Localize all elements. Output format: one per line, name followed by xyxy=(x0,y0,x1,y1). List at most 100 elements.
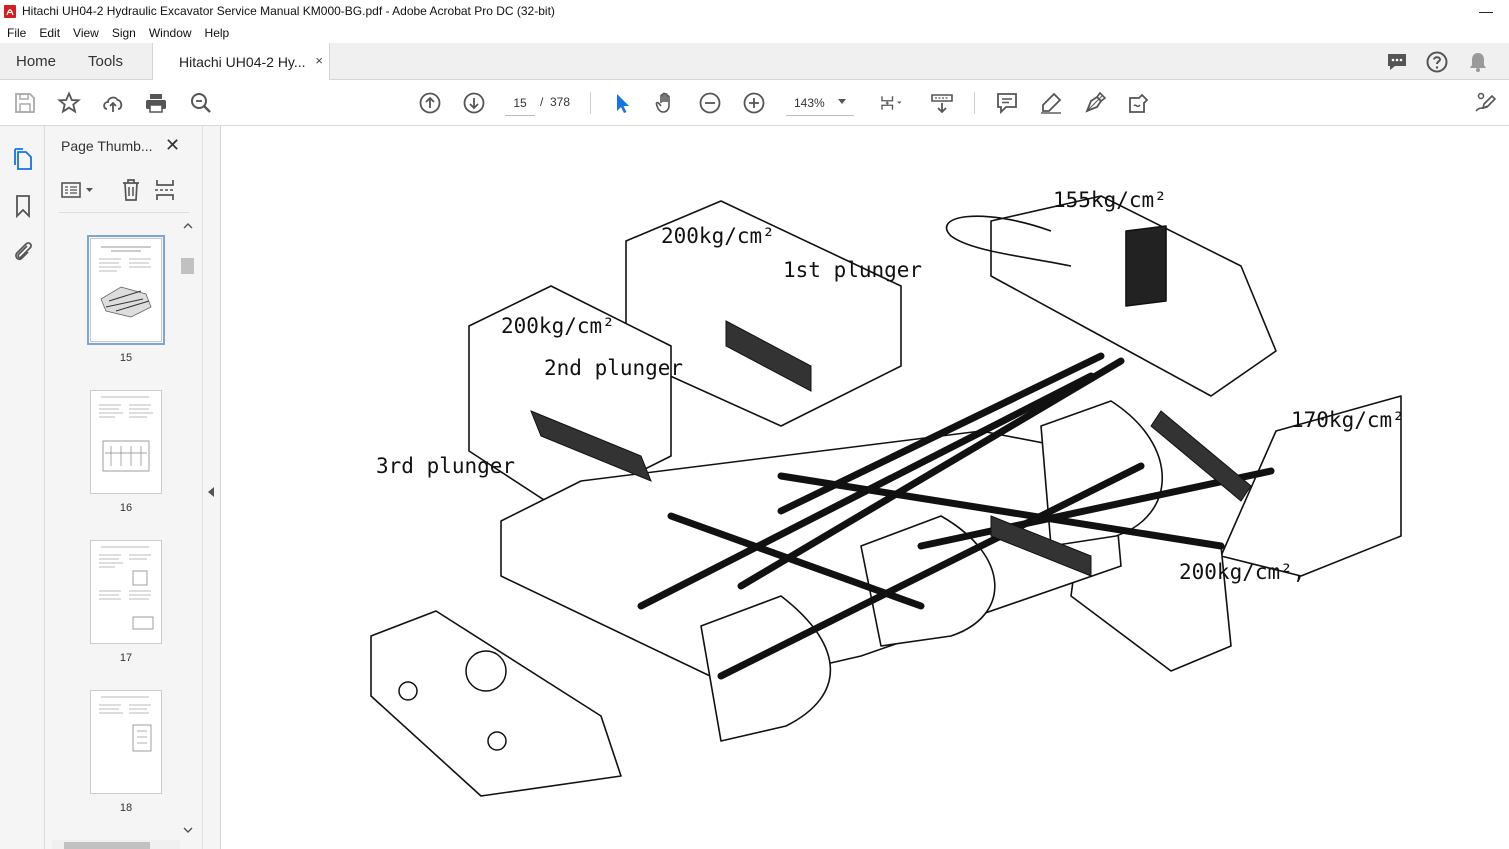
share-link-button[interactable] xyxy=(1472,90,1498,116)
share-pen-icon xyxy=(1475,92,1497,112)
print-button[interactable] xyxy=(143,90,169,116)
thumbnail-page-number: 18 xyxy=(119,802,133,814)
scrolling-mode-button[interactable] xyxy=(929,90,955,116)
thumbnail-options-icon[interactable] xyxy=(61,180,97,200)
tab-document[interactable]: Hitachi UH04-2 Hy... × xyxy=(152,43,330,80)
pressure-label-200-bottom: 200kg/cm², xyxy=(1179,560,1306,584)
thumbnail-preview xyxy=(99,696,152,752)
select-tool-button[interactable] xyxy=(609,90,635,116)
plus-circle-icon xyxy=(743,92,765,114)
hydraulic-valve-illustration xyxy=(370,195,1402,797)
second-plunger-label: 2nd plunger xyxy=(544,356,684,380)
highlight-button[interactable] xyxy=(1038,90,1064,116)
previous-page-button[interactable] xyxy=(417,90,443,116)
page-display-button[interactable] xyxy=(873,90,909,116)
left-navigation-rail xyxy=(0,126,45,849)
pen-draw-icon xyxy=(1085,91,1107,113)
save-button[interactable] xyxy=(12,90,38,116)
trash-icon[interactable] xyxy=(120,178,142,202)
page-number-input[interactable]: 15 xyxy=(505,90,535,116)
pressure-label-155: 155kg/cm² xyxy=(1053,188,1167,212)
title-bar: Hitachi UH04-2 Hydraulic Excavator Servi… xyxy=(0,0,1509,22)
print-icon xyxy=(146,94,166,113)
thumbnail-preview xyxy=(99,546,154,630)
arrow-up-circle-icon xyxy=(419,92,441,114)
menu-file[interactable]: File xyxy=(7,25,27,40)
panel-toolbar xyxy=(59,178,189,213)
zoom-level-value: 143% xyxy=(794,95,825,110)
arrow-down-circle-icon xyxy=(463,92,485,114)
highlighter-pen-icon xyxy=(1041,92,1062,114)
third-plunger-label: 3rd plunger xyxy=(376,454,516,478)
pressure-label-200-left: 200kg/cm² xyxy=(501,314,615,338)
comment-icon xyxy=(997,93,1017,115)
page-thumbnails-rail-button[interactable] xyxy=(10,146,36,172)
scrollbar-thumb[interactable] xyxy=(181,258,194,274)
zoom-level-select[interactable]: 143% xyxy=(786,90,854,116)
page-thumbnail[interactable] xyxy=(90,690,162,794)
panel-title: Page Thumb... xyxy=(61,138,153,154)
scroll-mode-icon xyxy=(931,94,953,114)
panel-splitter[interactable] xyxy=(202,126,221,849)
tab-bar: Home Tools Hitachi UH04-2 Hy... × xyxy=(0,43,1509,80)
thumbnail-preview xyxy=(91,239,161,341)
panel-toolbar-divider xyxy=(59,212,189,213)
bookmark-star-button[interactable] xyxy=(56,90,82,116)
tab-tools[interactable]: Tools xyxy=(88,52,124,70)
zoom-search-icon xyxy=(191,93,211,113)
thumbnail-scrollbar[interactable] xyxy=(180,222,195,836)
help-icon[interactable] xyxy=(1425,50,1449,74)
menu-view[interactable]: View xyxy=(73,25,99,40)
horizontal-scrollbar-thumb[interactable] xyxy=(64,842,150,849)
hand-icon xyxy=(655,92,670,113)
cloud-upload-icon xyxy=(103,96,123,112)
collapse-panel-icon[interactable] xyxy=(208,487,214,497)
thumbnail-preview xyxy=(99,396,153,472)
pages-copy-icon xyxy=(14,148,32,170)
pressure-label-200-top: 200kg/cm² xyxy=(661,224,775,248)
panel-close-button[interactable]: ✕ xyxy=(165,135,181,155)
scroll-up-icon[interactable] xyxy=(183,222,193,230)
upload-button[interactable] xyxy=(100,90,126,116)
sign-icon xyxy=(1129,93,1149,113)
comment-button[interactable] xyxy=(994,90,1020,116)
notification-bell-icon[interactable] xyxy=(1466,50,1490,74)
attachments-rail-button[interactable] xyxy=(10,238,36,264)
menu-edit[interactable]: Edit xyxy=(39,25,61,40)
toolbar-divider xyxy=(590,92,591,114)
thumbnail-horizontal-scrollbar[interactable] xyxy=(52,840,180,849)
first-plunger-label: 1st plunger xyxy=(783,258,923,282)
menu-sign[interactable]: Sign xyxy=(111,25,136,40)
zoom-out-button[interactable] xyxy=(697,90,723,116)
thumbnail-page-number: 15 xyxy=(119,352,133,364)
document-view[interactable]: 155kg/cm² 200kg/cm² 1st plunger 200kg/cm… xyxy=(221,126,1509,849)
menu-window[interactable]: Window xyxy=(148,25,192,40)
fit-page-icon xyxy=(881,96,902,110)
draw-button[interactable] xyxy=(1082,90,1108,116)
hand-tool-button[interactable] xyxy=(653,90,679,116)
page-thumbnail[interactable] xyxy=(90,390,162,494)
insert-page-icon[interactable] xyxy=(154,178,176,202)
paperclip-icon xyxy=(15,242,32,261)
cursor-arrow-icon xyxy=(617,94,629,113)
thumbnail-page-number: 16 xyxy=(119,502,133,514)
save-icon xyxy=(15,93,35,113)
tab-document-label: Hitachi UH04-2 Hy... xyxy=(179,53,306,70)
minimize-button[interactable]: — xyxy=(1479,3,1493,19)
tab-close-button[interactable]: × xyxy=(315,53,323,68)
next-page-button[interactable] xyxy=(461,90,487,116)
scroll-down-icon[interactable] xyxy=(183,826,193,834)
find-button[interactable] xyxy=(188,90,214,116)
bookmarks-rail-button[interactable] xyxy=(10,193,36,219)
toolbar-divider xyxy=(974,92,975,114)
chevron-down-icon xyxy=(838,99,846,104)
comment-bubble-icon[interactable] xyxy=(1385,50,1409,74)
menu-help[interactable]: Help xyxy=(204,25,230,40)
fill-sign-button[interactable] xyxy=(1126,90,1152,116)
main-toolbar: 15 / 378 143% xyxy=(0,80,1509,126)
page-thumbnails-panel: Page Thumb... ✕ 15 xyxy=(45,126,202,849)
tab-home[interactable]: Home xyxy=(16,52,57,70)
zoom-in-button[interactable] xyxy=(741,90,767,116)
page-thumbnail[interactable] xyxy=(90,540,162,644)
page-thumbnail[interactable] xyxy=(87,235,165,345)
